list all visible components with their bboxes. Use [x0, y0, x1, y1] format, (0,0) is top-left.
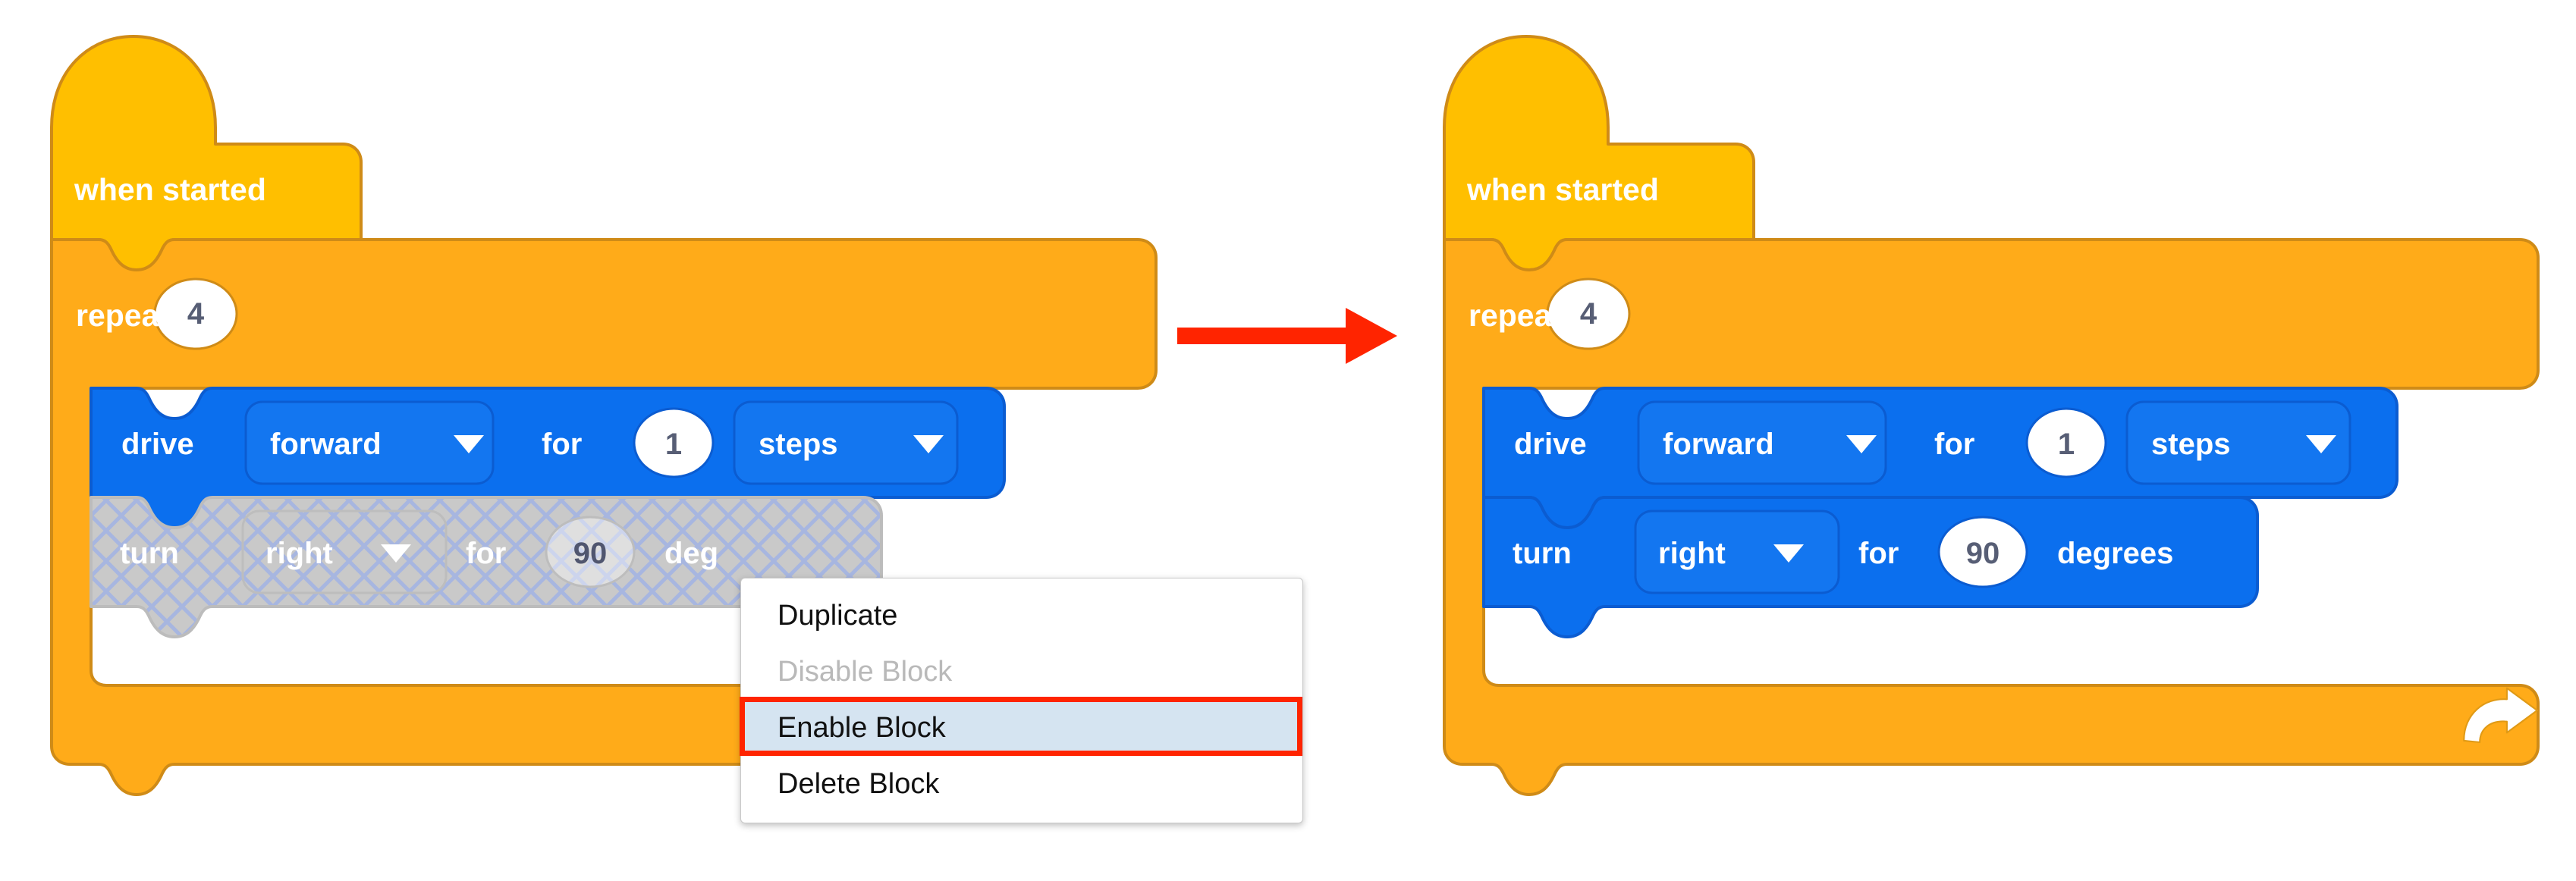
turn-degrees-value-oval[interactable] [1937, 516, 2028, 588]
hat-block-when-started[interactable] [50, 35, 363, 271]
turn-degrees-value-oval-disabled[interactable] [545, 516, 636, 588]
context-menu-item-delete-block[interactable]: Delete Block [778, 768, 940, 800]
repeat-block-outer[interactable] [50, 238, 1158, 796]
repeat-count-oval[interactable] [1546, 277, 1631, 350]
drive-direction-field[interactable] [1637, 400, 1887, 485]
drive-unit-field[interactable] [733, 400, 959, 485]
turn-block-shape[interactable] [1482, 496, 2259, 638]
drive-steps-value-oval[interactable] [633, 407, 715, 478]
turn-direction-chevron-down-icon[interactable] [1773, 544, 1804, 563]
drive-direction-chevron-down-icon[interactable] [1846, 435, 1877, 453]
drive-unit-chevron-down-icon[interactable] [2306, 435, 2336, 453]
repeat-block-outer[interactable] [1443, 238, 2540, 796]
repeat-count-oval[interactable] [153, 277, 238, 350]
context-menu-item-enable-block[interactable]: Enable Block [741, 700, 1302, 756]
block-context-menu[interactable]: Duplicate Disable Block Enable Block Del… [740, 578, 1303, 823]
drive-unit-field[interactable] [2125, 400, 2351, 485]
turn-direction-field[interactable] [1634, 509, 1840, 594]
drive-steps-value-oval[interactable] [2025, 407, 2107, 478]
drive-unit-chevron-down-icon[interactable] [913, 435, 944, 453]
turn-direction-chevron-down-icon-disabled[interactable] [381, 544, 411, 563]
drive-direction-chevron-down-icon[interactable] [454, 435, 484, 453]
turn-direction-field-disabled[interactable] [241, 509, 448, 594]
hat-block-when-started[interactable] [1443, 35, 1755, 271]
drive-direction-field[interactable] [244, 400, 495, 485]
transition-right-arrow-icon [1177, 308, 1397, 364]
context-menu-item-duplicate[interactable]: Duplicate [778, 600, 898, 632]
program-after [1443, 35, 2540, 796]
context-menu-item-disable-block: Disable Block [778, 656, 953, 688]
loop-arrow-icon [2463, 687, 2538, 744]
